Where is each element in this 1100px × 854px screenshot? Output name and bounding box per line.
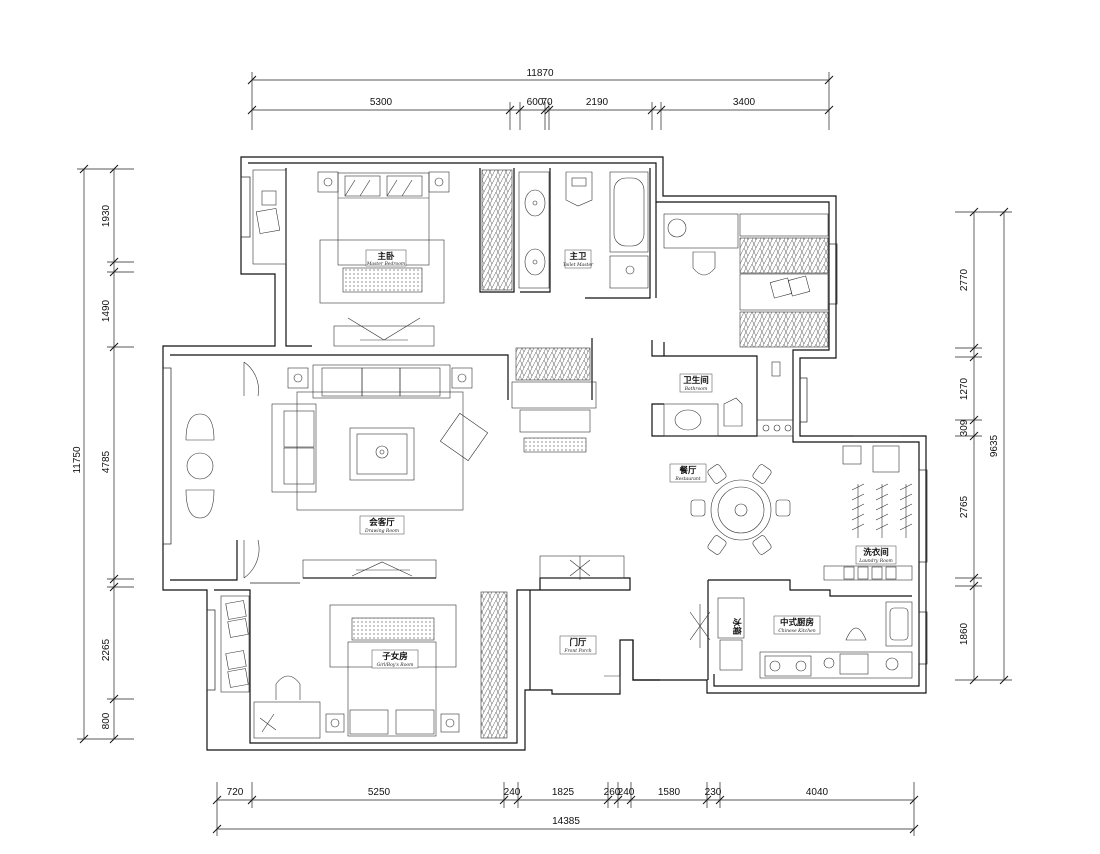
porch-fixtures [539, 555, 625, 690]
room-cn: 会客厅 [368, 517, 395, 528]
room-label-master-bath: 主卫 Toilet Master [563, 249, 594, 269]
room-label-kitchen: 中式厨房 Chinese Kitchen [773, 615, 821, 635]
room-label-master-bedroom: 主卧 Master Bedroom [365, 249, 407, 267]
dim-bottom-seg: 1825 [552, 787, 575, 798]
master-wardrobe [481, 169, 513, 291]
dim-bottom-seg: 230 [705, 787, 722, 798]
dim-bottom-seg: 240 [504, 787, 521, 798]
dim-bottom-seg: 260 [604, 787, 621, 798]
room-label-kids-room: 子女房 Girl/Boy's Room [371, 649, 419, 669]
room-label-bathroom: 卫生间 Bathroom [679, 373, 713, 393]
dimension-bottom: 720 5250 240 1825 260 240 1580 230 4040 … [212, 782, 919, 836]
room-en: Restaurant [674, 476, 700, 482]
dimension-right: 2770 1270 309 2765 1860 9635 [955, 207, 1012, 685]
dim-top-seg: 600 [527, 97, 544, 108]
dim-top-seg: 5300 [370, 97, 393, 108]
dim-left-seg: 1930 [101, 204, 112, 227]
fridge-label: 冰箱 [731, 618, 742, 636]
room-en: Laundry Room [858, 558, 893, 564]
dim-left-seg: 800 [101, 712, 112, 729]
dim-bottom-seg: 4040 [806, 787, 829, 798]
room-cn: 子女房 [382, 651, 408, 662]
room-cn: 中式厨房 [780, 617, 814, 628]
room-en: Front Porch [563, 648, 591, 654]
room-en: Drawing Room [364, 528, 399, 534]
walls [162, 156, 927, 751]
dim-right-seg: 309 [959, 419, 970, 436]
dim-left-seg: 2265 [101, 638, 112, 661]
room-en: Bathroom [684, 386, 708, 392]
room-cn: 洗衣间 [863, 547, 889, 558]
kitchen-fixtures: 冰箱 [689, 597, 913, 679]
room-cn: 卫生间 [683, 375, 709, 386]
bathroom-fixtures [663, 213, 829, 437]
dim-left-seg: 1490 [101, 299, 112, 322]
dim-bottom-seg: 5250 [368, 787, 391, 798]
room-label-porch: 门厅 Front Porch [559, 635, 597, 655]
room-cn: 主卧 [377, 251, 395, 262]
room-en: Girl/Boy's Room [377, 662, 414, 668]
dim-top-seg: 2190 [586, 97, 609, 108]
dim-top-seg: 70 [541, 97, 553, 108]
dim-top-total: 11870 [526, 68, 554, 79]
dim-bottom-seg: 1580 [658, 787, 681, 798]
dim-bottom-seg: 240 [618, 787, 635, 798]
dim-right-seg: 1860 [959, 622, 970, 645]
dim-right-total: 9635 [989, 434, 1000, 457]
dim-right-seg: 2765 [959, 495, 970, 518]
room-en: Toilet Master [563, 262, 594, 268]
dim-bottom-seg: 720 [227, 787, 244, 798]
windows [162, 176, 928, 691]
drawing-room-furniture [185, 347, 597, 579]
dimension-left: 11750 1930 1490 4785 2265 800 [72, 164, 134, 744]
dim-right-seg: 1270 [959, 377, 970, 400]
room-cn: 门厅 [569, 637, 587, 648]
room-label-laundry: 洗衣间 Laundry Room [855, 545, 897, 565]
room-cn: 主卫 [569, 251, 587, 262]
dim-left-seg: 4785 [101, 450, 112, 473]
dim-top-seg: 3400 [733, 97, 756, 108]
room-label-restaurant: 餐厅 Restaurant [669, 463, 707, 483]
room-en: Master Bedroom [366, 261, 405, 267]
dining-set [690, 464, 791, 555]
room-label-drawing-room: 会客厅 Drawing Room [359, 515, 405, 535]
dimension-top: 11870 5300 600 70 2190 3400 [247, 68, 834, 130]
dim-bottom-total: 14385 [552, 816, 580, 827]
kids-room-furniture [220, 591, 508, 739]
dim-right-seg: 2770 [959, 268, 970, 291]
master-bath-fixtures [518, 171, 649, 289]
laundry-fixtures [823, 445, 913, 581]
room-en: Chinese Kitchen [778, 628, 815, 634]
master-bedroom-furniture [252, 169, 450, 347]
room-cn: 餐厅 [678, 465, 697, 476]
dim-left-total: 11750 [72, 446, 83, 474]
